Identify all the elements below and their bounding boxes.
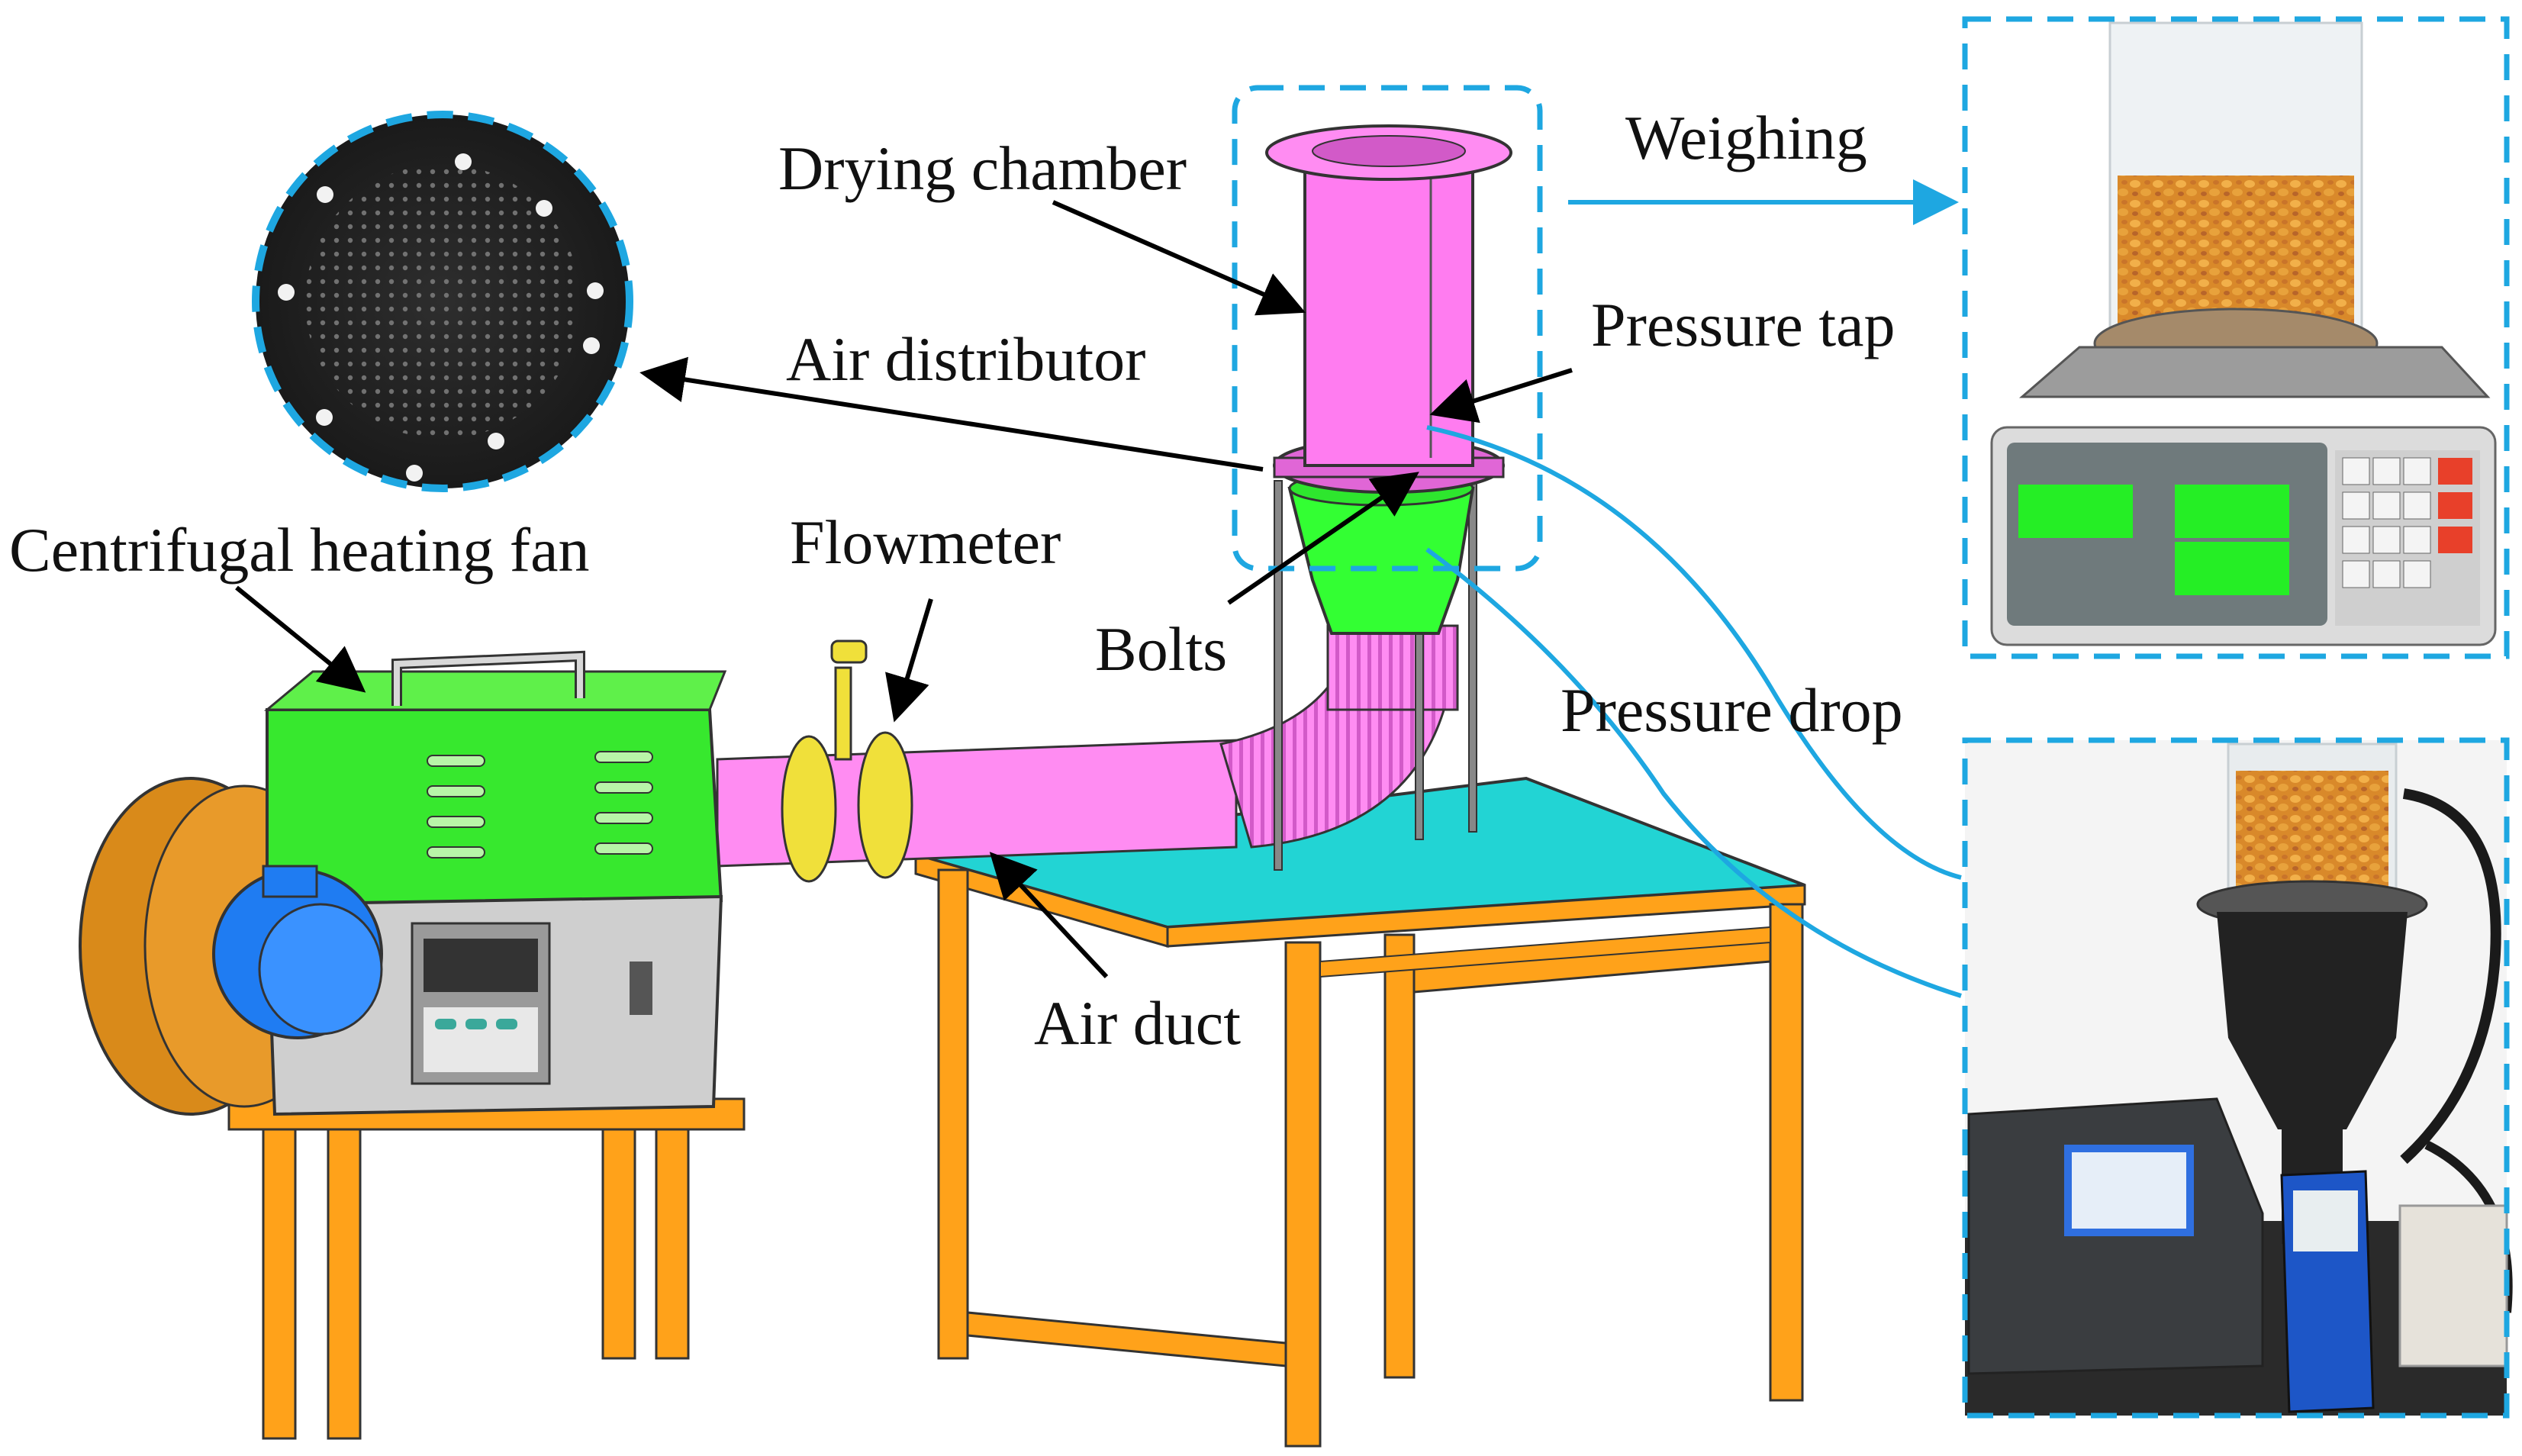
drying-chamber-arrow: [1052, 200, 1306, 316]
flowmeter-arrow: [885, 598, 933, 723]
flowmeter: [781, 639, 913, 883]
label-flowmeter: Flowmeter: [790, 507, 1061, 577]
label-drying-chamber: Drying chamber: [778, 134, 1187, 203]
air-distributor-arrow: [639, 356, 1264, 472]
label-centrifugal-heating-fan: Centrifugal heating fan: [9, 515, 590, 585]
centrifugal-fan-arrow: [235, 585, 366, 693]
label-air-duct: Air duct: [1034, 988, 1241, 1058]
label-pressure-tap: Pressure tap: [1591, 290, 1896, 359]
blue-connectors: [1425, 179, 1962, 998]
weighing-photo: [1962, 16, 2510, 659]
pressure-tap-line: [1426, 425, 1962, 880]
label-weighing: Weighing: [1625, 103, 1867, 172]
pressure-drop-photo: [1962, 737, 2513, 1419]
pressure-drop-line: [1425, 547, 1962, 998]
chamber-table: [914, 776, 1806, 1448]
air-duct-arrow: [989, 852, 1109, 979]
drying-chamber: [1265, 124, 1512, 871]
label-air-distributor: Air distributor: [786, 324, 1146, 394]
chamber-callout-box: [1232, 85, 1543, 572]
label-bolts: Bolts: [1095, 614, 1228, 684]
centrifugal-heating-fan: [79, 650, 727, 1116]
leader-arrows: [235, 200, 1573, 979]
bolts-arrow: [1227, 472, 1419, 605]
air-distributor-photo: [252, 111, 633, 492]
pressure-tap-arrow: [1429, 368, 1573, 424]
fan-stand: [227, 1097, 746, 1440]
label-pressure-drop: Pressure drop: [1561, 675, 1903, 745]
